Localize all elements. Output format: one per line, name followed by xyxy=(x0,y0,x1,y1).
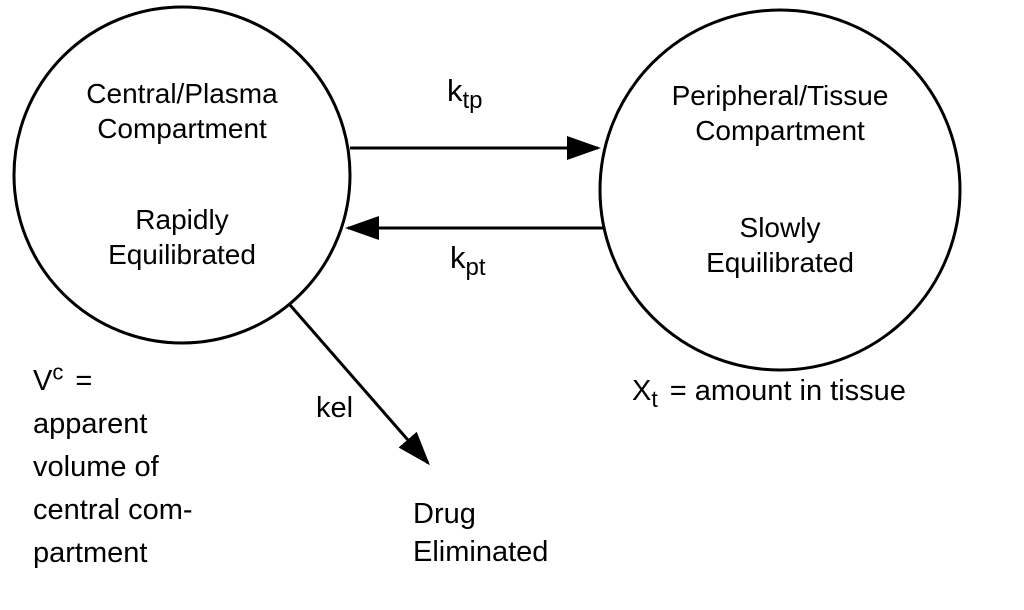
ktp-subscript: tp xyxy=(462,87,483,115)
drug-eliminated-line2: Eliminated xyxy=(413,536,549,568)
volume-note-line3: volume of xyxy=(33,451,159,483)
volume-note-line5: partment xyxy=(33,537,148,569)
peripheral-compartment-desc-line1: Slowly xyxy=(739,212,821,243)
peripheral-compartment-desc-line2: Equilibrated xyxy=(706,247,854,278)
drug-eliminated-line1: Drug xyxy=(413,498,476,530)
peripheral-compartment-name-line1: Peripheral/Tissue xyxy=(671,80,889,111)
central-compartment-label: Central/Plasma Compartment xyxy=(12,76,352,146)
elimination-arrow xyxy=(288,304,430,466)
tissue-note-text: = amount in tissue xyxy=(669,375,906,407)
peripheral-compartment-circle xyxy=(598,8,962,372)
central-compartment-name-line1: Central/Plasma xyxy=(86,78,278,109)
kpt-base: k xyxy=(450,240,466,275)
volume-equals: = xyxy=(75,365,93,397)
volume-symbol: V xyxy=(33,365,53,397)
volume-superscript: c xyxy=(52,359,64,385)
ktp-base: k xyxy=(447,73,463,108)
central-volume-symbol-line: Vc = xyxy=(33,360,193,403)
central-volume-note: Vc = apparent volume of central com- part… xyxy=(33,360,193,575)
central-compartment-desc-line2: Equilibrated xyxy=(108,239,256,270)
ktp-rate-label: ktp xyxy=(447,73,483,113)
volume-note-line4: central com- xyxy=(33,494,193,526)
central-compartment-name-line2: Compartment xyxy=(97,113,267,144)
central-compartment-desc-line1: Rapidly xyxy=(135,204,229,235)
peripheral-compartment-name-line2: Compartment xyxy=(695,115,865,146)
volume-note-line2: apparent xyxy=(33,408,148,440)
tissue-subscript: t xyxy=(651,385,658,412)
tissue-amount-note: Xt = amount in tissue xyxy=(632,370,906,413)
central-compartment-description: Rapidly Equilibrated xyxy=(12,202,352,272)
peripheral-compartment-label: Peripheral/Tissue Compartment xyxy=(600,78,960,148)
peripheral-compartment-description: Slowly Equilibrated xyxy=(600,210,960,280)
kpt-subscript: pt xyxy=(465,254,486,282)
central-compartment-circle xyxy=(12,5,352,345)
kel-rate-label: kel xyxy=(316,392,354,424)
drug-eliminated-label: Drug Eliminated xyxy=(413,495,548,571)
kpt-rate-label: kpt xyxy=(450,240,486,280)
tissue-symbol: X xyxy=(632,375,652,407)
